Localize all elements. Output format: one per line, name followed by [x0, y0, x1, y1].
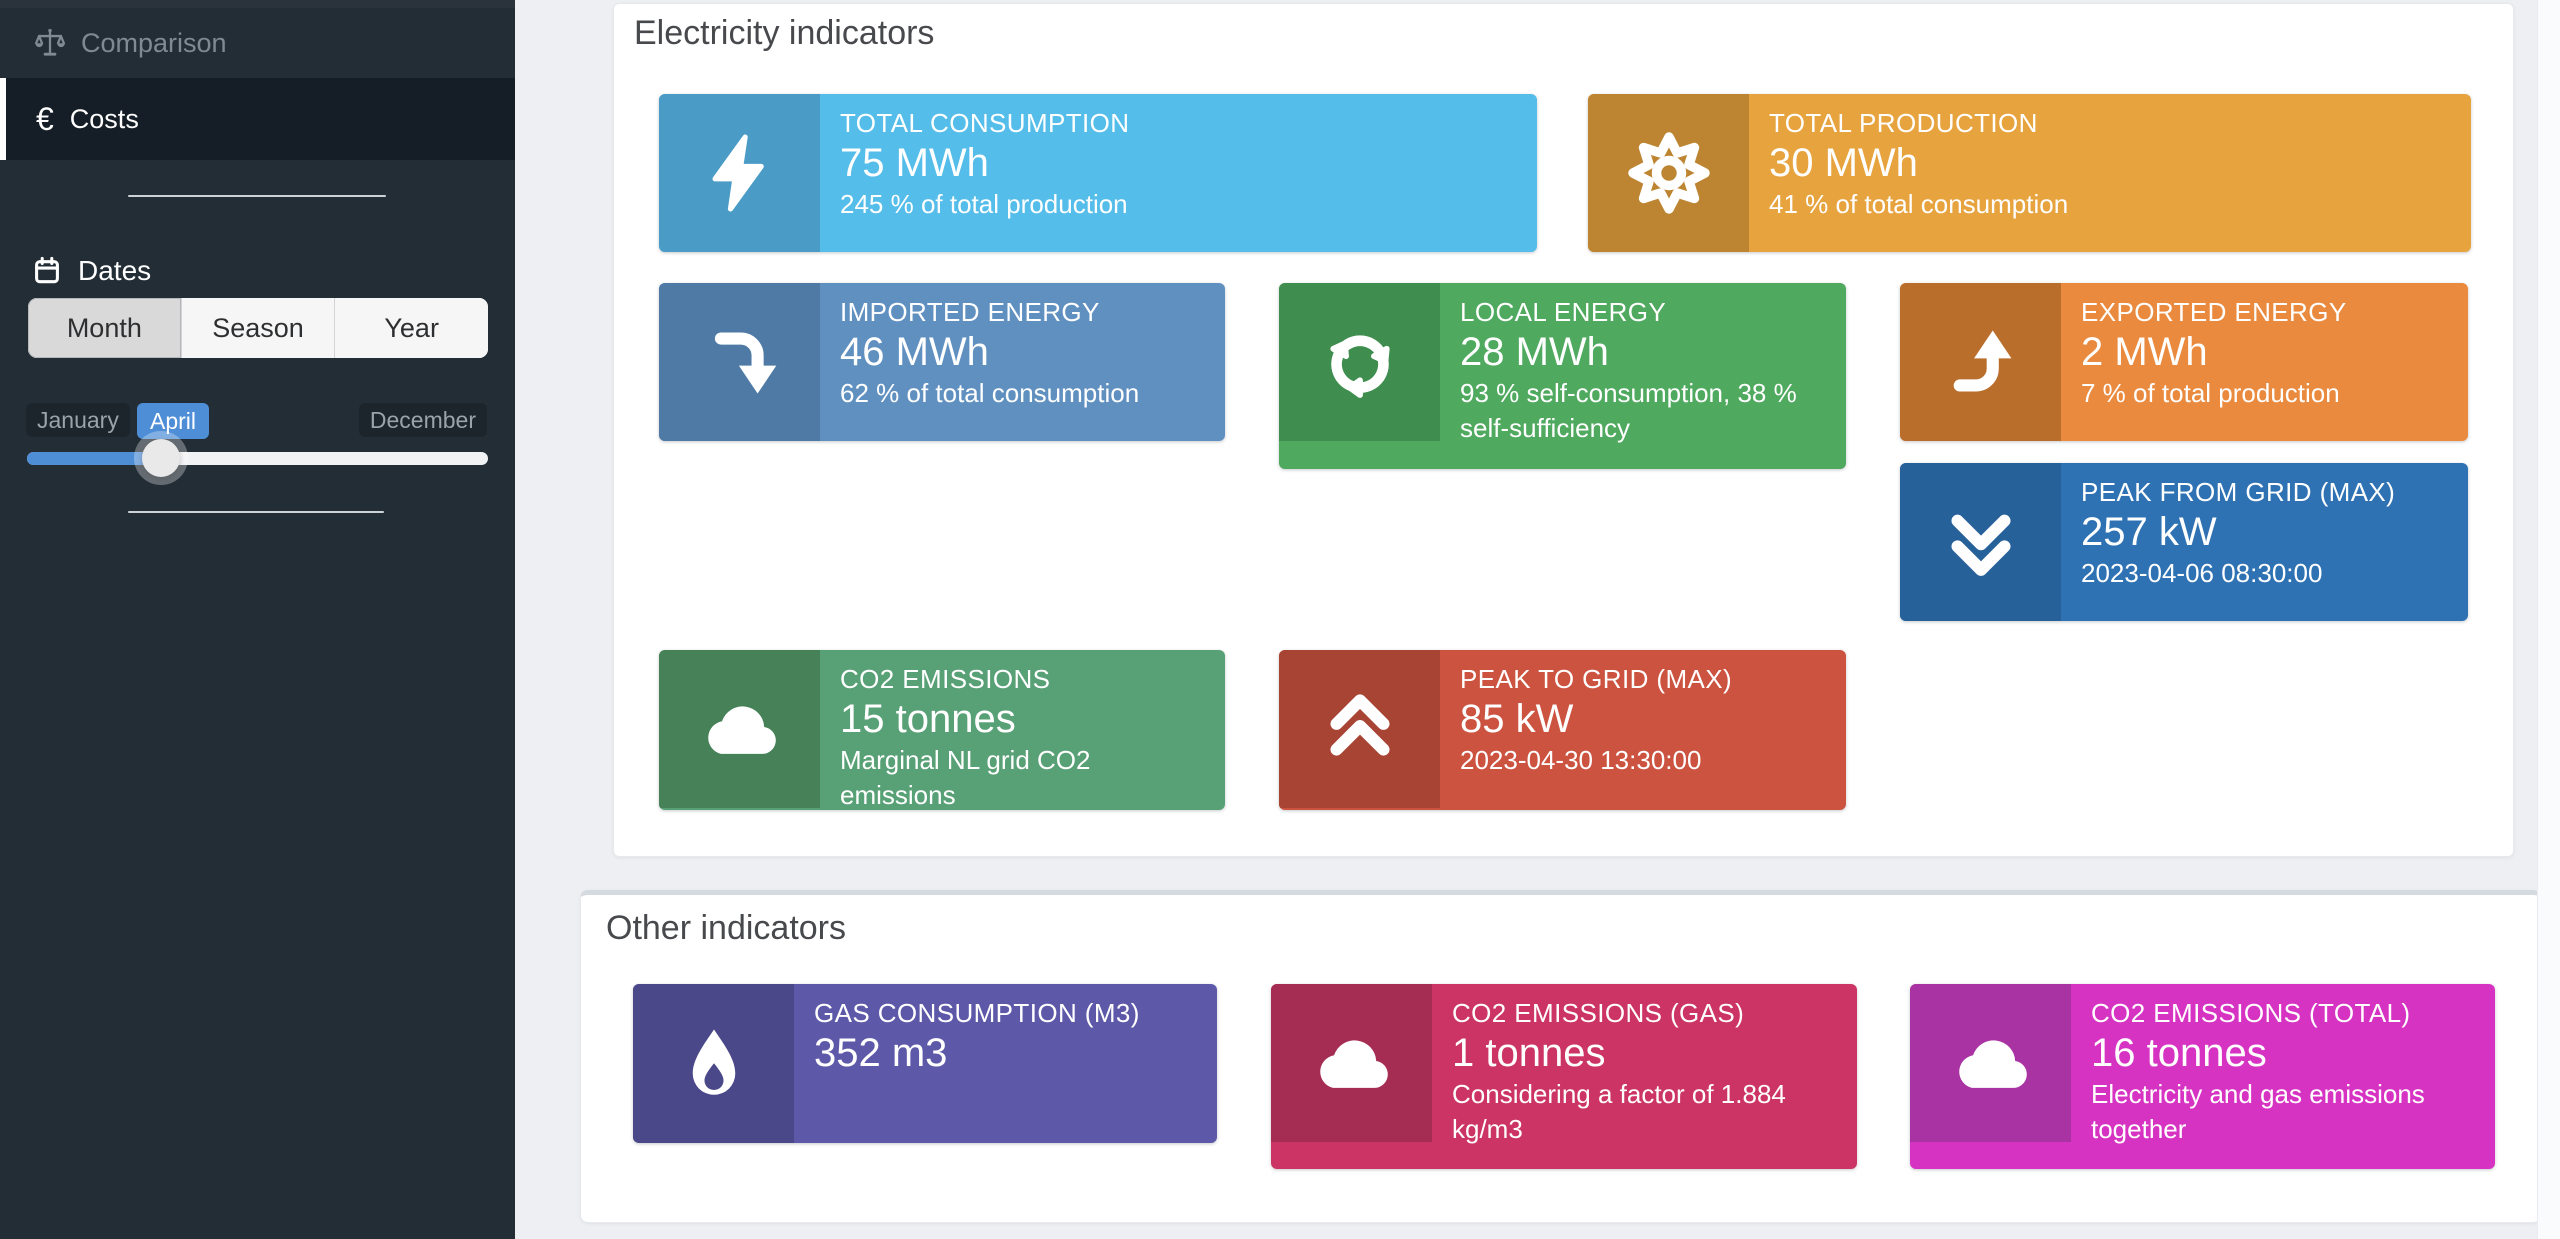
card-title: CO2 EMISSIONS (TOTAL) — [2091, 998, 2411, 1028]
sidebar-item-label: Comparison — [81, 27, 227, 58]
sidebar-item-costs[interactable]: € Costs — [0, 78, 515, 160]
date-mode-segmented-control: Month Season Year — [28, 298, 488, 358]
card-title: TOTAL CONSUMPTION — [840, 108, 1130, 138]
card-co2-emissions-gas: CO2 EMISSIONS (GAS) 1 tonnes Considering… — [1271, 984, 1857, 1169]
card-value: 2 MWh — [2081, 330, 2208, 374]
card-desc: 245 % of total production — [840, 189, 1128, 219]
sidebar-top-strip — [0, 0, 515, 8]
euro-icon: € — [36, 101, 54, 137]
vertical-scrollbar[interactable] — [2537, 0, 2560, 1239]
dates-header: Dates — [0, 249, 515, 293]
card-exported-energy: EXPORTED ENERGY 2 MWh 7 % of total produ… — [1900, 283, 2468, 441]
recycle-icon — [1279, 283, 1440, 441]
sidebar-item-label: Costs — [69, 103, 139, 134]
card-peak-to-grid: PEAK TO GRID (MAX) 85 kW 2023-04-30 13:3… — [1279, 650, 1846, 810]
balance-scale-icon — [33, 26, 67, 60]
card-value: 85 kW — [1460, 697, 1574, 741]
panel-title: Electricity indicators — [634, 14, 935, 52]
card-desc: Considering a factor of 1.884 kg/m3 — [1452, 1079, 1786, 1144]
card-title: PEAK FROM GRID (MAX) — [2081, 477, 2396, 507]
card-title: CO2 EMISSIONS — [840, 664, 1051, 694]
slider-handle[interactable] — [142, 439, 180, 477]
other-indicators-panel: Other indicators GAS CONSUMPTION (M3) 35… — [580, 890, 2541, 1223]
card-total-production: TOTAL PRODUCTION 30 MWh 41 % of total co… — [1588, 94, 2471, 252]
card-value: 15 tonnes — [840, 697, 1016, 741]
panel-title: Other indicators — [606, 909, 846, 947]
card-total-consumption: TOTAL CONSUMPTION 75 MWh 245 % of total … — [659, 94, 1537, 252]
slider-max-label: December — [358, 403, 487, 437]
card-title: TOTAL PRODUCTION — [1769, 108, 2038, 138]
card-desc: 2023-04-06 08:30:00 — [2081, 558, 2323, 588]
card-local-energy: LOCAL ENERGY 28 MWh 93 % self-consumptio… — [1279, 283, 1846, 469]
card-title: PEAK TO GRID (MAX) — [1460, 664, 1733, 694]
slider-labels: January April December — [0, 403, 515, 439]
dates-label: Dates — [78, 255, 152, 286]
card-co2-emissions: CO2 EMISSIONS 15 tonnes Marginal NL grid… — [659, 650, 1225, 810]
month-slider[interactable] — [27, 439, 488, 477]
card-desc: 62 % of total consumption — [840, 378, 1140, 408]
card-title: IMPORTED ENERGY — [840, 297, 1100, 327]
droplet-icon — [633, 984, 794, 1143]
card-desc: 93 % self-consumption, 38 % self-suffici… — [1460, 378, 1797, 443]
angles-down-icon — [1900, 463, 2061, 621]
card-gas-consumption: GAS CONSUMPTION (M3) 352 m3 — [633, 984, 1217, 1143]
cloud-icon — [1271, 984, 1432, 1142]
sidebar-divider — [128, 511, 384, 513]
card-desc: 2023-04-30 13:30:00 — [1460, 745, 1702, 775]
sidebar-item-comparison[interactable]: Comparison — [0, 8, 515, 78]
card-desc: 41 % of total consumption — [1769, 189, 2069, 219]
card-value: 1 tonnes — [1452, 1031, 1606, 1075]
cloud-icon — [659, 650, 820, 808]
electricity-indicators-panel: Electricity indicators TOTAL CONSUMPTION… — [613, 3, 2514, 857]
active-indicator — [0, 78, 6, 160]
sidebar: Comparison € Costs Dates Month Season Ye… — [0, 0, 515, 1239]
card-desc: Electricity and gas emissions together — [2091, 1079, 2425, 1144]
card-value: 352 m3 — [814, 1031, 948, 1075]
slider-fill — [27, 452, 161, 465]
card-title: GAS CONSUMPTION (M3) — [814, 998, 1140, 1028]
card-co2-emissions-total: CO2 EMISSIONS (TOTAL) 16 tonnes Electric… — [1910, 984, 2495, 1169]
card-title: CO2 EMISSIONS (GAS) — [1452, 998, 1745, 1028]
card-imported-energy: IMPORTED ENERGY 46 MWh 62 % of total con… — [659, 283, 1225, 441]
mode-button-season[interactable]: Season — [181, 298, 336, 358]
card-value: 75 MWh — [840, 141, 989, 185]
bolt-icon — [659, 94, 820, 252]
card-value: 28 MWh — [1460, 330, 1609, 374]
card-value: 30 MWh — [1769, 141, 1918, 185]
cloud-icon — [1910, 984, 2071, 1142]
sidebar-divider — [128, 195, 386, 197]
card-value: 16 tonnes — [2091, 1031, 2267, 1075]
card-value: 257 kW — [2081, 510, 2217, 554]
card-value: 46 MWh — [840, 330, 989, 374]
slider-min-label: January — [26, 403, 130, 437]
angles-up-icon — [1279, 650, 1440, 808]
card-title: EXPORTED ENERGY — [2081, 297, 2347, 327]
card-title: LOCAL ENERGY — [1460, 297, 1667, 327]
card-peak-from-grid: PEAK FROM GRID (MAX) 257 kW 2023-04-06 0… — [1900, 463, 2468, 621]
sun-icon — [1588, 94, 1749, 252]
arrow-turn-down-icon — [659, 283, 820, 441]
mode-button-month[interactable]: Month — [28, 298, 182, 358]
card-desc: 7 % of total production — [2081, 378, 2340, 408]
mode-button-year[interactable]: Year — [335, 298, 488, 358]
slider-value-badge: April — [137, 403, 210, 439]
calendar-icon — [30, 254, 64, 288]
arrow-turn-up-icon — [1900, 283, 2061, 441]
card-desc: Marginal NL grid CO2 emissions — [840, 745, 1091, 810]
